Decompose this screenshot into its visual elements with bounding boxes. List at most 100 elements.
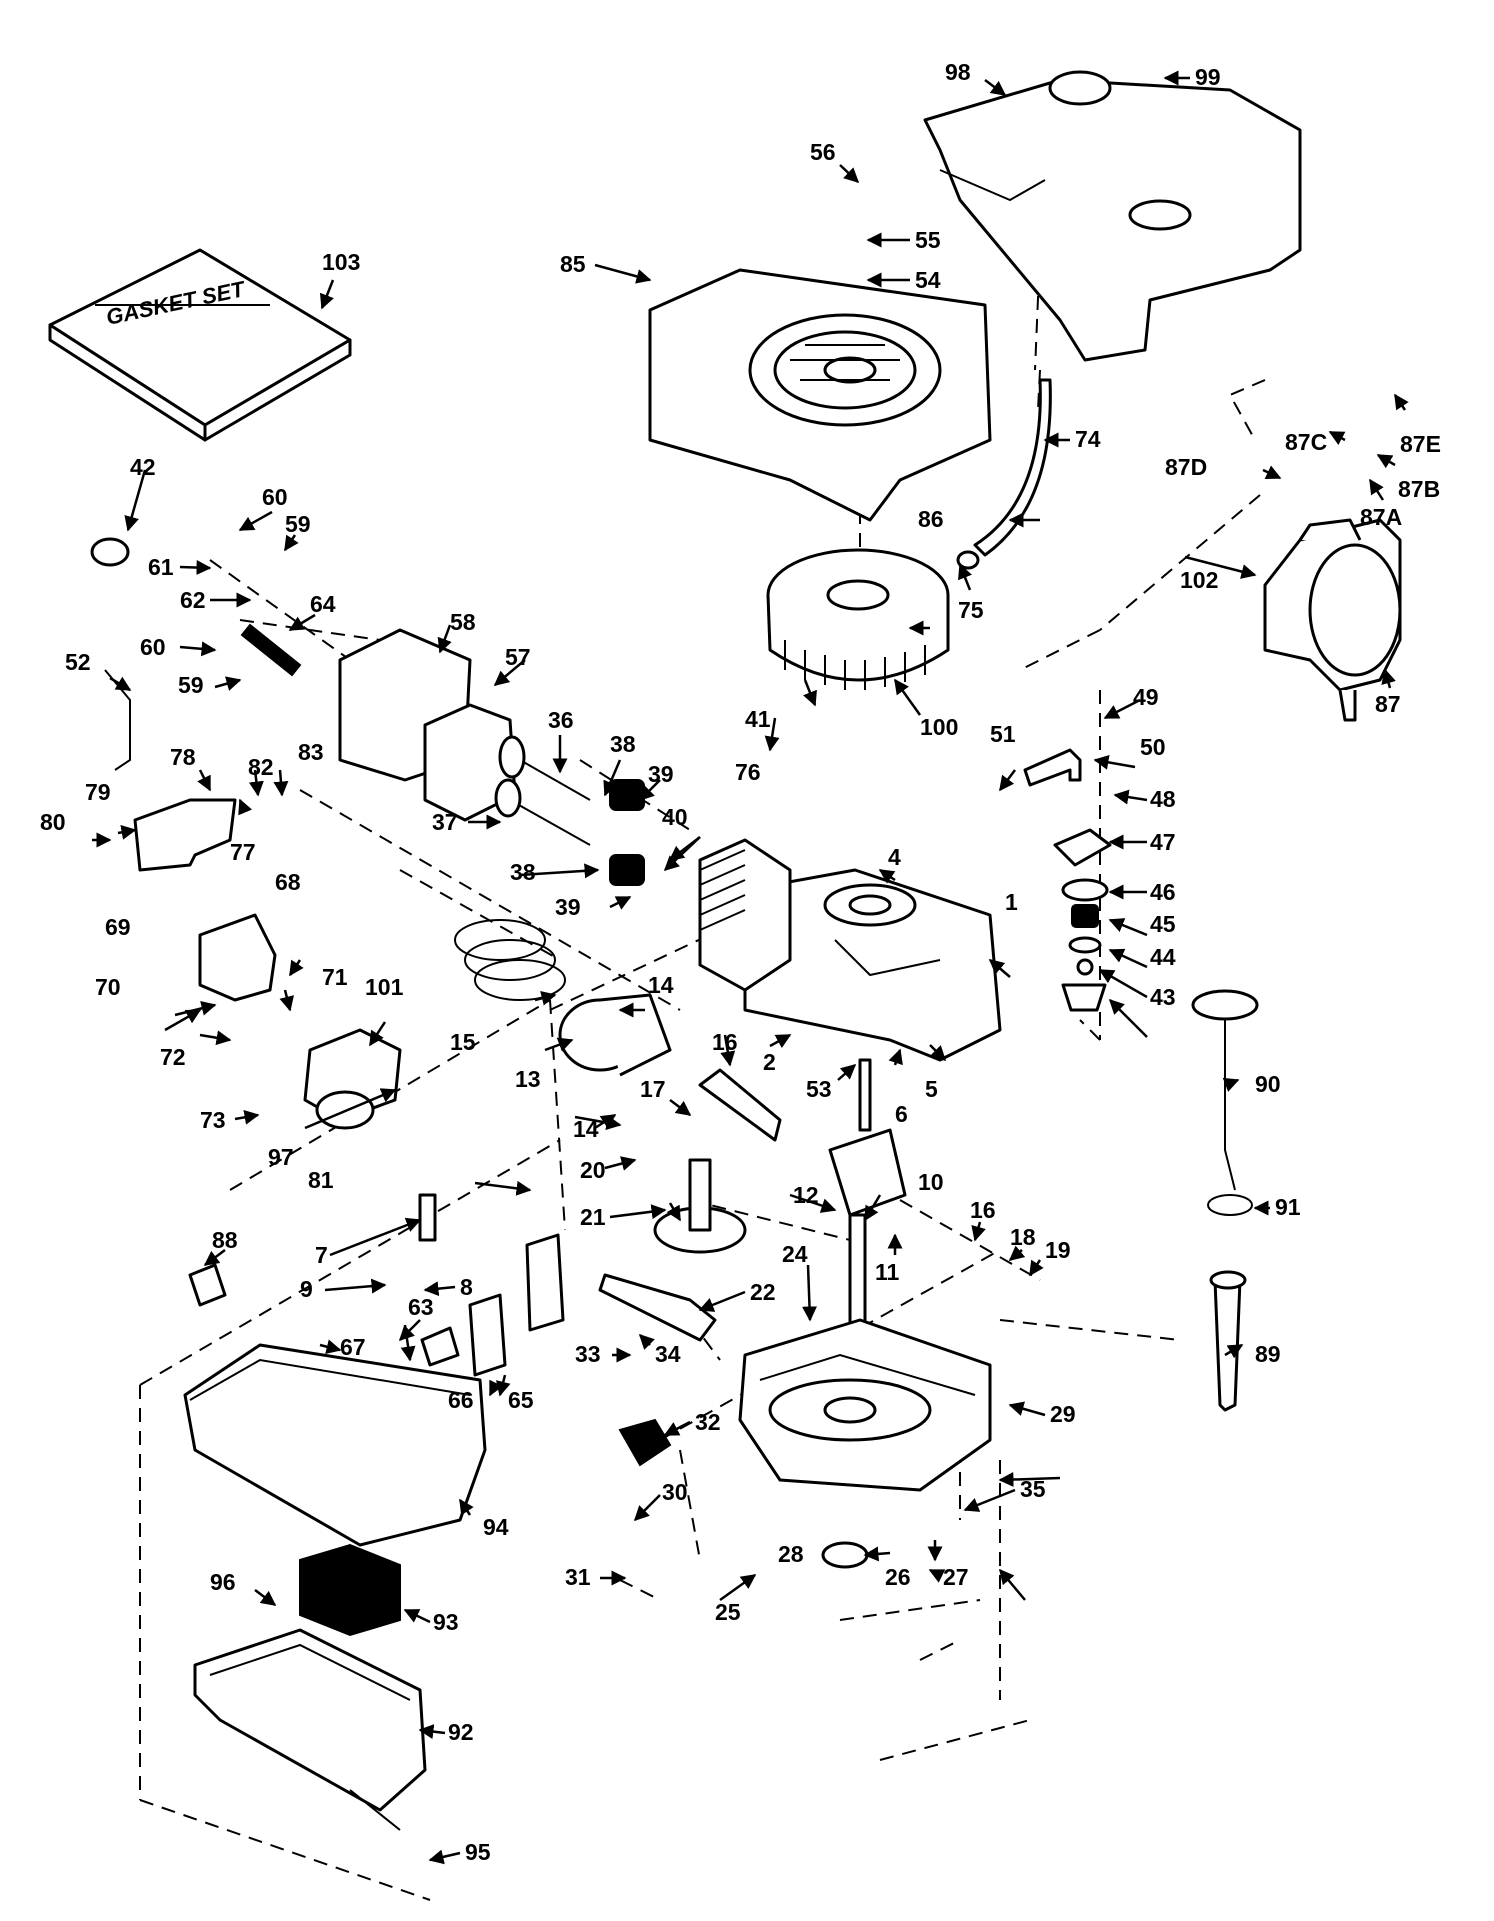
label-39a: 39 (648, 761, 674, 787)
label-87C: 87C (1285, 429, 1327, 455)
label-75: 75 (958, 597, 984, 623)
label-101: 101 (365, 974, 404, 1000)
crankshaft (828, 1058, 907, 1332)
label-28: 28 (778, 1541, 804, 1567)
label-59a: 59 (285, 511, 311, 537)
connecting-rod (698, 1068, 782, 1142)
cylinder-block (698, 838, 1002, 1062)
label-88: 88 (212, 1227, 238, 1253)
label-62: 62 (180, 587, 206, 613)
rewind-starter (1263, 518, 1402, 722)
label-10: 10 (918, 1169, 944, 1195)
label-80: 80 (40, 809, 66, 835)
label-85: 85 (560, 251, 586, 277)
label-81: 81 (308, 1167, 334, 1193)
piston (558, 993, 672, 1077)
label-67: 67 (340, 1334, 366, 1360)
label-57: 57 (505, 644, 531, 670)
oil-seal (821, 1541, 869, 1569)
label-69: 69 (105, 914, 131, 940)
label-74: 74 (1075, 426, 1101, 452)
label-39b: 39 (555, 894, 581, 920)
label-52: 52 (65, 649, 91, 675)
cam-gear (653, 1158, 747, 1254)
label-33: 33 (575, 1341, 601, 1367)
label-94: 94 (483, 1514, 509, 1540)
label-47: 47 (1150, 829, 1176, 855)
label-13: 13 (515, 1066, 541, 1092)
o-ring (1207, 1194, 1253, 1216)
label-68: 68 (275, 869, 301, 895)
label-96: 96 (210, 1569, 236, 1595)
label-38b: 38 (510, 859, 536, 885)
label-19: 19 (1045, 1237, 1071, 1263)
label-98: 98 (945, 59, 971, 85)
air-cleaner-gasket (188, 1263, 227, 1307)
reed-plate (468, 1293, 507, 1377)
governor-link (104, 669, 131, 771)
label-1: 1 (1005, 889, 1018, 915)
label-12: 12 (793, 1182, 819, 1208)
label-2: 2 (763, 1049, 776, 1075)
label-93: 93 (433, 1609, 459, 1635)
label-20: 20 (580, 1157, 606, 1183)
leader-arrows (92, 70, 1409, 1865)
gasket-set-box: GASKET SET (48, 248, 352, 442)
piston-rings (454, 919, 566, 1001)
label-16b: 16 (970, 1197, 996, 1223)
label-59b: 59 (178, 672, 204, 698)
air-cleaner-base (193, 1628, 427, 1831)
label-97: 97 (268, 1144, 294, 1170)
governor-lever (598, 1273, 717, 1342)
label-64: 64 (310, 591, 336, 617)
label-9: 9 (300, 1276, 313, 1302)
label-77: 77 (230, 839, 256, 865)
label-38a: 38 (610, 731, 636, 757)
part-labels: 98 99 56 55 54 103 85 74 87E 87C 87D 87B… (40, 59, 1441, 1865)
label-6: 6 (895, 1101, 908, 1127)
label-16a: 16 (712, 1029, 738, 1055)
primer-cap (90, 537, 130, 567)
label-40: 40 (662, 804, 688, 830)
label-87E: 87E (1400, 431, 1441, 457)
block (420, 1326, 460, 1367)
label-37: 37 (432, 809, 458, 835)
label-102: 102 (1180, 567, 1218, 593)
valves (494, 735, 591, 846)
label-46: 46 (1150, 879, 1176, 905)
label-4: 4 (888, 844, 901, 870)
label-14a: 14 (648, 972, 674, 998)
label-27: 27 (943, 1564, 969, 1590)
lever (418, 1193, 437, 1242)
label-53: 53 (806, 1076, 832, 1102)
label-43: 43 (1150, 984, 1176, 1010)
label-82: 82 (248, 754, 274, 780)
label-36: 36 (548, 707, 574, 733)
breather-tube (1023, 748, 1082, 787)
label-87B: 87B (1398, 476, 1440, 502)
label-45: 45 (1150, 911, 1176, 937)
oil-pump (618, 1418, 672, 1467)
spark-plug (240, 623, 302, 677)
label-100: 100 (920, 714, 958, 740)
label-29: 29 (1050, 1401, 1076, 1427)
label-50: 50 (1140, 734, 1166, 760)
label-87A: 87A (1360, 504, 1402, 530)
breather-valve (1068, 936, 1102, 954)
control-bracket (133, 798, 237, 872)
flywheel (766, 548, 950, 690)
label-26: 26 (885, 1564, 911, 1590)
label-54: 54 (915, 267, 941, 293)
label-35: 35 (1020, 1476, 1046, 1502)
top-shroud (923, 70, 1302, 362)
label-11: 11 (875, 1259, 900, 1285)
dipstick-tube (1209, 1270, 1247, 1412)
air-filter-element (299, 1543, 401, 1637)
label-49: 49 (1133, 684, 1159, 710)
label-66: 66 (448, 1387, 474, 1413)
label-25: 25 (715, 1599, 741, 1625)
label-24: 24 (782, 1241, 808, 1267)
label-30: 30 (662, 1479, 688, 1505)
label-17: 17 (640, 1076, 666, 1102)
